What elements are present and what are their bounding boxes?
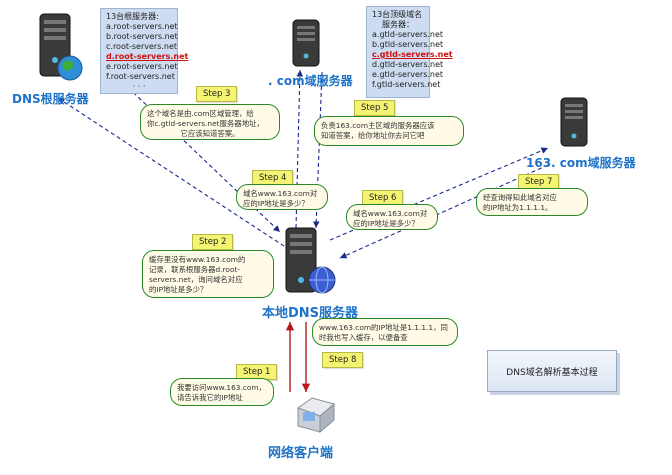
local-server-label: 本地DNS服务器 bbox=[262, 306, 359, 321]
list-item-highlight: c.gtld-servers.net bbox=[372, 50, 453, 59]
arrow-step2 bbox=[57, 97, 291, 251]
list-item: b.root-servers.net bbox=[106, 32, 178, 41]
domain-server-icon bbox=[555, 96, 595, 150]
bubble-text: 应的IP地址是多少？ bbox=[353, 219, 419, 228]
com-server-label: . com域服务器 bbox=[268, 74, 353, 88]
list-item: f.root-servers.net bbox=[106, 72, 175, 81]
com-server-icon bbox=[287, 18, 327, 70]
bubble-text: 域名www.163.com对 bbox=[353, 209, 428, 218]
bubble-step-1: 我要访问www.163.com， 请告诉我它的IP地址 bbox=[170, 378, 274, 406]
list-item: a.root-servers.net bbox=[106, 22, 178, 31]
bubble-text: 域名www.163.com对 bbox=[243, 189, 318, 198]
bubble-text: 我要访问www.163.com， bbox=[177, 383, 266, 392]
list-item: f.gtld-servers.net bbox=[372, 80, 441, 89]
root-list-title: 13台根服务器: bbox=[106, 12, 159, 21]
list-item: b.gtld-servers.net bbox=[372, 40, 444, 49]
legend-text: DNS域名解析基本过程 bbox=[506, 367, 598, 378]
domain-server-label: 163. com域服务器 bbox=[526, 156, 636, 170]
bubble-step-2: 缓存里没有www.163.com的 记录，联系根服务器d.root- serve… bbox=[142, 250, 274, 298]
list-item: · · · bbox=[132, 82, 146, 91]
bubble-text: servers.net，询问域名对应 bbox=[149, 275, 243, 284]
list-item: e.root-servers.net bbox=[106, 62, 178, 71]
local-server-icon bbox=[278, 226, 348, 298]
com-list-title: 13台顶级域名 bbox=[372, 10, 423, 19]
arrow-step7 bbox=[339, 164, 549, 259]
bubble-text: 记录，联系根服务器d.root- bbox=[149, 265, 241, 274]
step-4-tag: Step 4 bbox=[252, 170, 294, 186]
list-item-highlight: d.root-servers.net bbox=[106, 52, 189, 61]
bubble-text: 知道答案，给你地址你去问它吧 bbox=[321, 131, 425, 140]
bubble-step-8: www.163.com的IP地址是1.1.1.1，同 时我也写入缓存，以便备查 bbox=[312, 318, 458, 346]
bubble-step-5: 负责163.com主区域的服务器应该 知道答案，给你地址你去问它吧 bbox=[314, 116, 464, 146]
step-8-tag: Step 8 bbox=[322, 352, 364, 368]
bubble-text: 你c.gtld-servers.net服务器地址， bbox=[147, 119, 264, 128]
bubble-step-7: 经查询得知此域名对应 的IP地址为1.1.1.1。 bbox=[476, 188, 588, 216]
root-server-icon bbox=[34, 10, 84, 88]
list-item: a.gtld-servers.net bbox=[372, 30, 444, 39]
com-list-title: 服务器： bbox=[382, 20, 414, 29]
step-2-tag: Step 2 bbox=[192, 234, 234, 250]
arrow-step6 bbox=[329, 147, 549, 241]
client-label: 网络客户端 bbox=[268, 446, 334, 461]
legend-box: DNS域名解析基本过程 bbox=[487, 350, 617, 392]
bubble-text: 时我也写入缓存，以便备查 bbox=[319, 333, 408, 342]
bubble-text: www.163.com的IP地址是1.1.1.1，同 bbox=[319, 323, 448, 332]
bubble-step-3: 这个域名是由.com区域管理，给 你c.gtld-servers.net服务器地… bbox=[140, 104, 280, 140]
com-server-list: 13台顶级域名 服务器： a.gtld-servers.net b.gtld-s… bbox=[366, 6, 453, 98]
bubble-text: 它应该知道答案。 bbox=[180, 129, 240, 138]
client-computer-icon bbox=[290, 390, 340, 436]
root-server-label: DNS根服务器 bbox=[12, 92, 89, 106]
bubble-text: 的IP地址为1.1.1.1。 bbox=[483, 203, 553, 212]
bubble-text: 经查询得知此域名对应 bbox=[483, 193, 557, 202]
bubble-text: 这个域名是由.com区域管理，给 bbox=[147, 109, 254, 118]
list-item: c.root-servers.net bbox=[106, 42, 178, 51]
bubble-text: 缓存里没有www.163.com的 bbox=[149, 255, 246, 264]
arrow-step3 bbox=[117, 77, 281, 233]
arrow-step4 bbox=[295, 69, 304, 229]
list-item: e.gtld-servers.net bbox=[372, 70, 444, 79]
bubble-text: 的IP地址是多少？ bbox=[149, 285, 208, 294]
step-3-tag: Step 3 bbox=[196, 86, 238, 102]
root-server-list: 13台根服务器: a.root-servers.net b.root-serve… bbox=[100, 8, 189, 94]
bubble-text: 负责163.com主区域的服务器应该 bbox=[321, 121, 435, 130]
bubble-text: 请告诉我它的IP地址 bbox=[177, 393, 243, 402]
bubble-step-4: 域名www.163.com对 应的IP地址是多少？ bbox=[236, 184, 328, 210]
arrow-step5 bbox=[312, 71, 323, 229]
bubble-text: 应的IP地址是多少？ bbox=[243, 199, 309, 208]
list-item: d.gtld-servers.net bbox=[372, 60, 444, 69]
bubble-step-6: 域名www.163.com对 应的IP地址是多少？ bbox=[346, 204, 438, 230]
step-5-tag: Step 5 bbox=[354, 100, 396, 116]
